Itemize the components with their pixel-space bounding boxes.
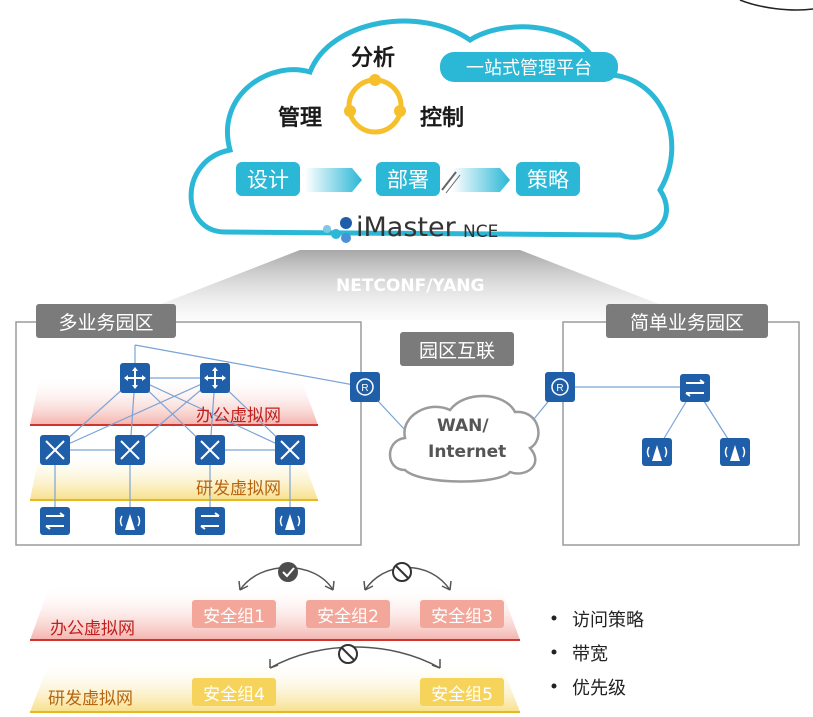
office-band-top xyxy=(30,376,318,425)
step-arrow-2 xyxy=(452,168,510,192)
zone-interconnect-label: 园区互联 xyxy=(400,332,514,366)
aggregation-switch-icon-2 xyxy=(115,435,145,465)
brand-suffix: NCE xyxy=(463,222,499,242)
access-switch-icon-1 xyxy=(40,507,70,535)
bullet-dot-3 xyxy=(551,683,557,689)
label-control: 控制 xyxy=(420,106,465,131)
svg-text:R: R xyxy=(556,383,563,394)
step-deploy: 部署 xyxy=(376,162,440,196)
aggregation-switch-icon-3 xyxy=(195,435,225,465)
bullet-dot-2 xyxy=(551,649,557,655)
router-icon-left: R xyxy=(350,372,380,402)
security-group-4: 安全组4 xyxy=(192,678,276,706)
router-icon-right: R xyxy=(545,372,575,402)
brand-logo-icon xyxy=(323,217,352,243)
aggregation-switch-icon-1 xyxy=(40,435,70,465)
ap-icon-1 xyxy=(115,507,145,535)
simple-zone-frame xyxy=(562,321,800,546)
zone-multi-label: 多业务园区 xyxy=(36,304,176,338)
step-arrow-1 xyxy=(305,168,362,192)
security-group-5: 安全组5 xyxy=(420,678,504,706)
platform-tag: 一站式管理平台 xyxy=(440,52,618,82)
step-policy: 策略 xyxy=(516,162,580,196)
step-design: 设计 xyxy=(236,162,300,196)
access-switch-icon-2 xyxy=(195,507,225,535)
pen-icon xyxy=(441,171,461,194)
check-icon xyxy=(278,562,298,582)
wan-cloud xyxy=(388,394,540,483)
forbidden-icon-2 xyxy=(338,644,358,664)
cycle-icon xyxy=(344,74,406,135)
svg-text:R: R xyxy=(361,383,368,394)
ap-icon-2 xyxy=(275,507,305,535)
netconf-beam xyxy=(120,250,700,320)
office-vnet-label-top: 办公虚拟网 xyxy=(196,406,281,426)
rnd-band-top xyxy=(30,450,318,500)
office-vnet-label-bottom: 办公虚拟网 xyxy=(50,619,135,639)
policy-bandwidth: 带宽 xyxy=(572,644,608,665)
policy-access: 访问策略 xyxy=(572,610,644,631)
protocol-label: NETCONF/YANG xyxy=(336,276,485,296)
ap-icon-3 xyxy=(642,438,672,466)
security-group-2: 安全组2 xyxy=(306,600,390,628)
security-group-1: 安全组1 xyxy=(192,600,276,628)
policy-priority: 优先级 xyxy=(572,678,626,699)
bullet-dot-1 xyxy=(551,615,557,621)
rnd-vnet-label-top: 研发虚拟网 xyxy=(196,479,281,499)
aggregation-switch-icon-4 xyxy=(275,435,305,465)
multi-zone-frame xyxy=(15,321,362,546)
core-switch-icon-1 xyxy=(120,363,150,393)
core-switch-icon-2 xyxy=(200,363,230,393)
wan-label-line1: WAN/ xyxy=(437,416,489,436)
access-switch-icon-3 xyxy=(680,374,710,402)
wan-label-line2: Internet xyxy=(428,442,507,462)
label-manage: 管理 xyxy=(278,106,323,131)
decor-stroke xyxy=(739,0,813,11)
forbidden-icon-1 xyxy=(392,562,412,582)
rnd-vnet-label-bottom: 研发虚拟网 xyxy=(48,689,133,709)
security-group-3: 安全组3 xyxy=(420,600,504,628)
zone-simple-label: 简单业务园区 xyxy=(606,304,768,338)
label-analysis: 分析 xyxy=(351,46,396,71)
brand-name: iMaster xyxy=(356,212,456,243)
ap-icon-4 xyxy=(720,438,750,466)
